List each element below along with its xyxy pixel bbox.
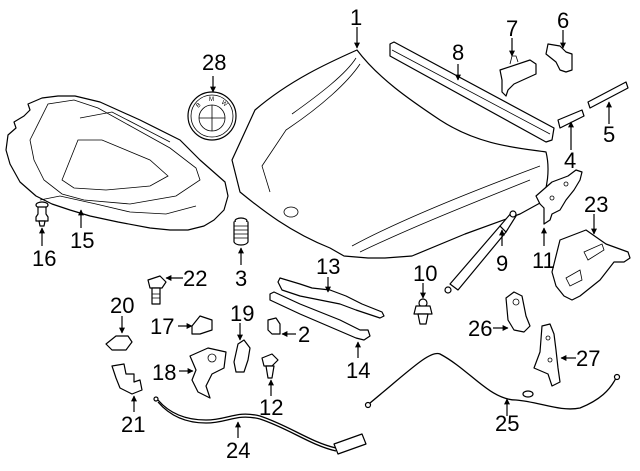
callout-10[interactable]: 10 (413, 261, 437, 286)
release-cable-rear-part[interactable] (364, 352, 621, 410)
ball-stud-part[interactable] (413, 298, 433, 325)
callout-7[interactable]: 7 (506, 16, 518, 41)
push-clip-part[interactable] (35, 201, 49, 227)
bracket-left-part[interactable] (499, 55, 537, 97)
seal-short-part[interactable] (557, 109, 585, 129)
bmw-emblem-part[interactable]: B M W (187, 91, 237, 141)
guide-part[interactable] (191, 315, 213, 335)
holder-part[interactable] (111, 363, 143, 395)
emblem-letter-m: M (209, 97, 214, 103)
callout-21[interactable]: 21 (121, 412, 145, 437)
emblem-letter-b: B (195, 102, 202, 109)
bolt-part[interactable] (261, 353, 279, 379)
bracket-right-part[interactable] (545, 43, 573, 73)
callout-8[interactable]: 8 (452, 40, 464, 65)
callout-20[interactable]: 20 (110, 293, 134, 318)
emblem-letter-w: W (220, 100, 228, 108)
release-cable-front-part[interactable] (153, 396, 367, 455)
callout-28[interactable]: 28 (202, 50, 226, 75)
callout-5[interactable]: 5 (603, 122, 615, 147)
callout-9[interactable]: 9 (496, 251, 508, 276)
callout-18[interactable]: 18 (152, 360, 176, 385)
callout-22[interactable]: 22 (183, 266, 207, 291)
callout-15[interactable]: 15 (70, 228, 94, 253)
flange-bolt-part[interactable] (147, 275, 167, 305)
insulator-pad-part[interactable] (5, 95, 229, 231)
lock-bracket-part[interactable] (505, 291, 531, 333)
callout-4[interactable]: 4 (564, 148, 576, 173)
callout-17[interactable]: 17 (150, 314, 174, 339)
callout-26[interactable]: 26 (468, 316, 492, 341)
hinge-bracket-part[interactable] (551, 229, 631, 301)
seal-long-part[interactable] (587, 81, 629, 109)
cover-part[interactable] (105, 335, 133, 351)
callout-1[interactable]: 1 (350, 5, 362, 30)
callout-2[interactable]: 2 (298, 322, 310, 347)
lock-support-part[interactable] (533, 323, 561, 387)
hinge-part[interactable] (535, 169, 583, 225)
callout-16[interactable]: 16 (32, 246, 56, 271)
leader-lines (39, 27, 612, 438)
rear-seal-strip-part[interactable] (389, 41, 555, 143)
callout-27[interactable]: 27 (576, 346, 600, 371)
front-seal-part[interactable] (269, 291, 371, 341)
callout-13[interactable]: 13 (316, 254, 340, 279)
callout-25[interactable]: 25 (495, 411, 519, 436)
bumper-stop-part[interactable] (233, 217, 249, 246)
callout-11[interactable]: 11 (532, 248, 555, 273)
callout-3[interactable]: 3 (235, 266, 247, 291)
callout-19[interactable]: 19 (230, 301, 254, 326)
latch-part[interactable] (189, 347, 227, 399)
callout-23[interactable]: 23 (584, 192, 608, 217)
callout-labels: 1 2 3 4 5 6 7 8 9 10 11 12 13 14 15 16 1… (32, 5, 615, 463)
callout-6[interactable]: 6 (557, 8, 569, 33)
callout-12[interactable]: 12 (259, 395, 283, 420)
release-handle-part[interactable] (233, 339, 251, 373)
callout-24[interactable]: 24 (226, 438, 250, 463)
seal-bracket-part[interactable] (277, 277, 385, 319)
clip-part[interactable] (267, 317, 281, 335)
callout-14[interactable]: 14 (346, 358, 370, 383)
